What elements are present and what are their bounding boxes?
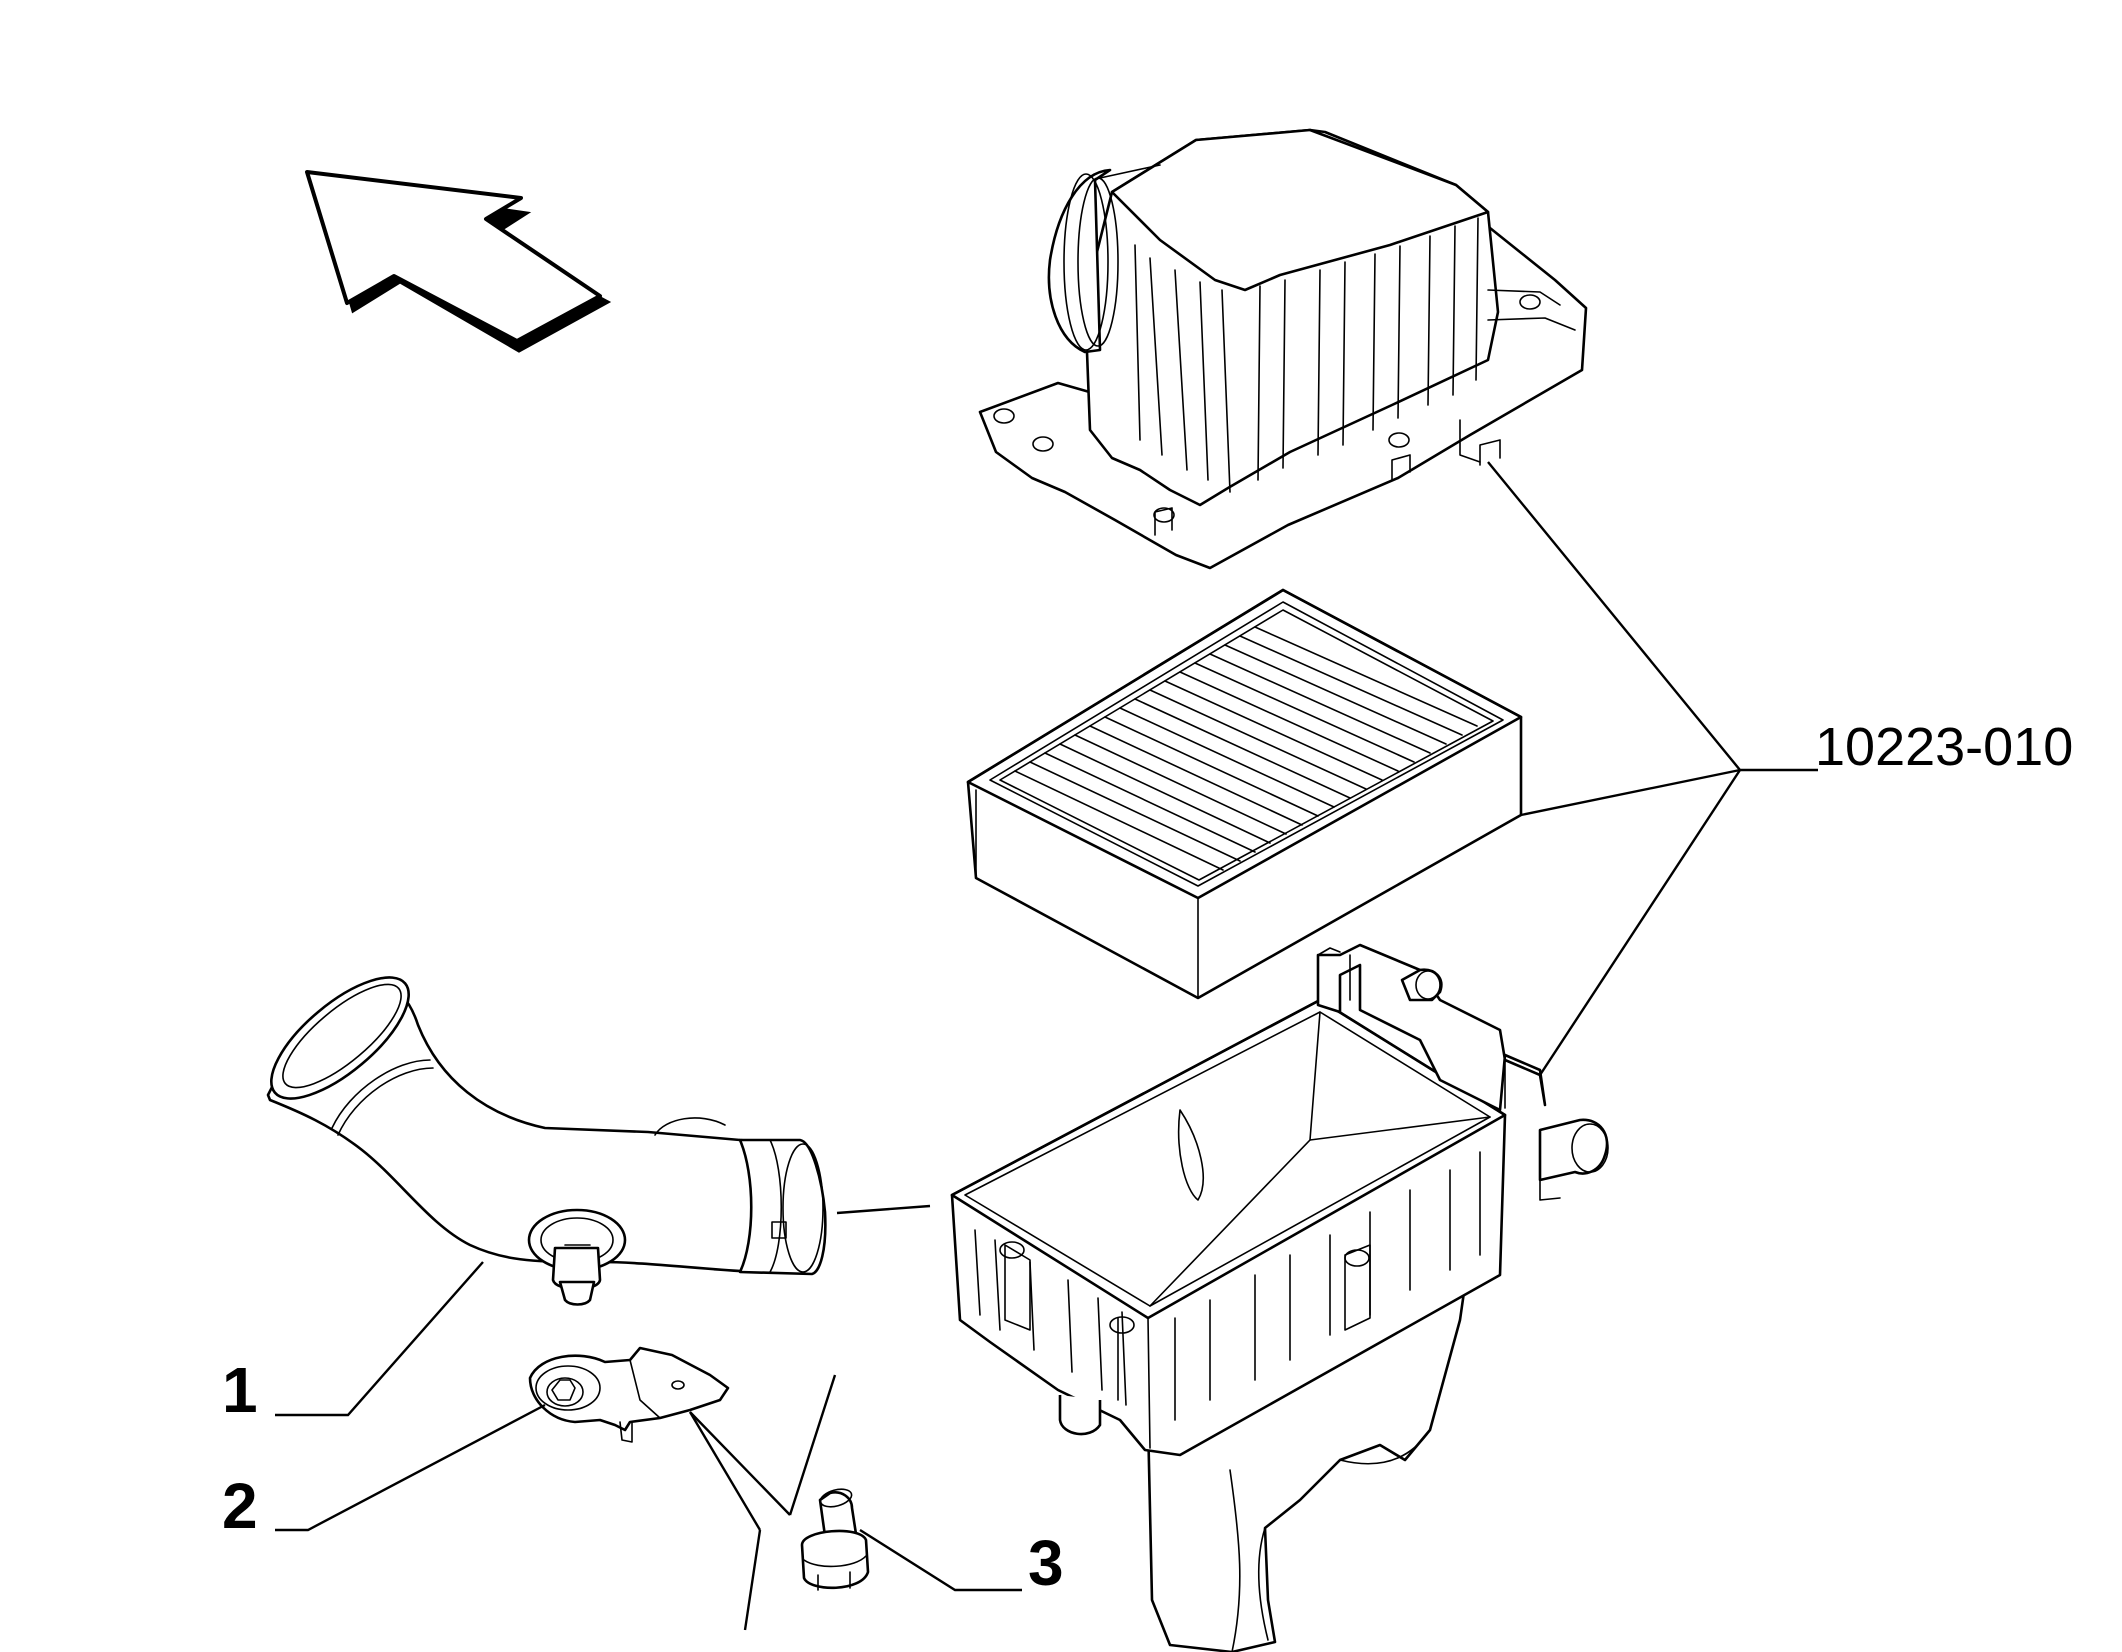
- air-cleaner-lower-housing: [950, 943, 1609, 1652]
- leader-lines: [275, 461, 1818, 1631]
- callout-item-3: 3: [1028, 1527, 1064, 1599]
- callout-assembly-number: 10223-010: [1815, 717, 2073, 777]
- screw-part: [800, 1488, 870, 1591]
- direction-arrow-icon: [305, 170, 612, 353]
- bracket-part: [528, 1346, 730, 1443]
- air-filter-element: [966, 588, 1523, 1000]
- callout-item-2: 2: [222, 1470, 258, 1542]
- intake-duct: [266, 976, 827, 1306]
- air-cleaner-cover: [978, 128, 1588, 570]
- callout-item-1: 1: [222, 1354, 258, 1426]
